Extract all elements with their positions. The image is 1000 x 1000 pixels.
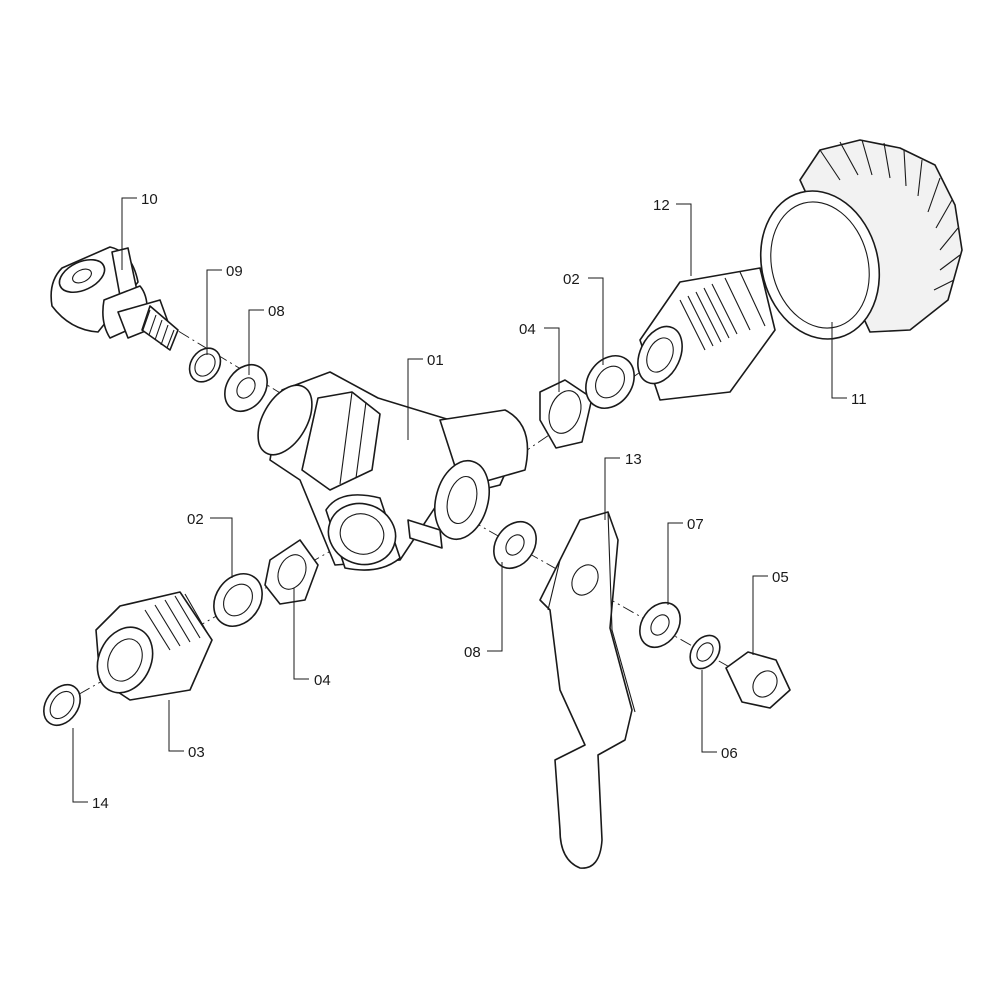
part-10-banjo-fitting [50, 246, 179, 351]
part-08-washer-upper [224, 364, 268, 412]
part-12-threaded-adapter [637, 267, 776, 401]
callout-06: 06 [721, 745, 738, 762]
callout-01: 01 [427, 352, 444, 369]
part-14-o-ring [43, 683, 81, 727]
callout-14: 14 [92, 795, 109, 812]
callout-02-upper: 02 [563, 271, 580, 288]
part-05-hex-nut [725, 651, 791, 709]
callout-02-lower: 02 [187, 511, 204, 528]
part-01-tee-body [257, 371, 529, 571]
part-03-threaded-adapter [95, 591, 213, 701]
part-08-washer-lower [493, 521, 537, 569]
callout-03: 03 [188, 744, 205, 761]
part-02-ring-upper [585, 355, 635, 409]
part-06-spring-washer [689, 634, 721, 670]
callout-labels: 10 09 08 01 02 04 12 11 13 02 04 08 07 0… [92, 191, 867, 812]
part-04-cam-lower [264, 539, 319, 605]
callout-10: 10 [141, 191, 158, 208]
leader-lines [72, 197, 847, 803]
callout-08-upper: 08 [268, 303, 285, 320]
callout-13: 13 [625, 451, 642, 468]
callout-04-upper: 04 [519, 321, 536, 338]
part-13-lever [539, 511, 636, 869]
callout-09: 09 [226, 263, 243, 280]
part-09-small-ring [188, 347, 222, 383]
part-11-knurled-nut [759, 139, 963, 340]
callout-12: 12 [653, 197, 670, 214]
callout-08-lower: 08 [464, 644, 481, 661]
callout-07: 07 [687, 516, 704, 533]
part-07-washer [639, 601, 681, 649]
part-02-ring-lower [213, 573, 263, 627]
callout-05: 05 [772, 569, 789, 586]
callout-11: 11 [851, 391, 867, 408]
callout-04-lower: 04 [314, 672, 331, 689]
part-04-cam-upper [539, 379, 593, 449]
